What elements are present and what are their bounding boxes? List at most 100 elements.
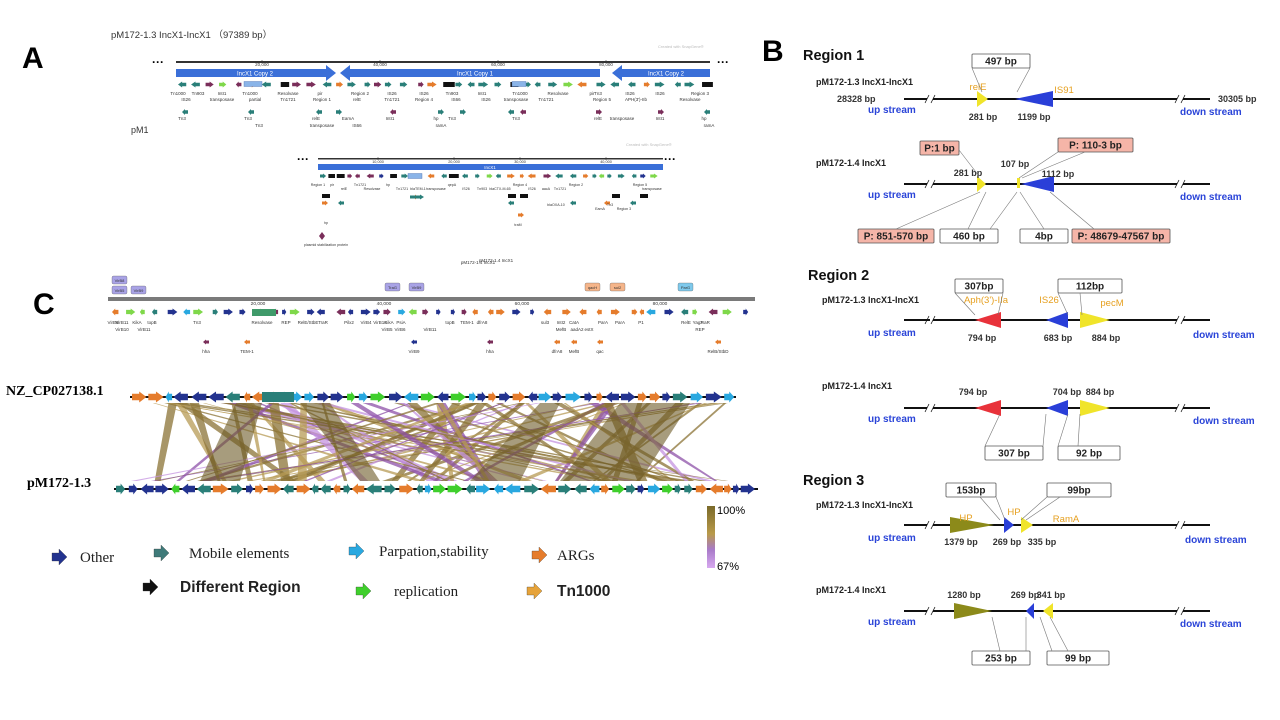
sub-gene xyxy=(355,173,360,179)
seq-gene xyxy=(528,391,538,403)
sub-gene-label: Tn903 xyxy=(477,187,487,191)
c-feature-box xyxy=(408,282,425,292)
synteny-link xyxy=(260,403,472,481)
ellipsis-right: ··· xyxy=(717,55,729,69)
ramA-gene-2 xyxy=(1043,603,1053,619)
b-size-label: 281 bp xyxy=(969,112,998,122)
seq-gene xyxy=(512,391,526,403)
a-gene xyxy=(684,81,695,88)
b-gene-name: pecM xyxy=(1100,298,1123,309)
b-gene-name: RamA xyxy=(1053,514,1080,525)
synteny-band xyxy=(560,403,690,481)
synteny-link xyxy=(437,403,490,481)
c-gene-label-row2: MefB xyxy=(556,327,567,332)
a-gene-lower xyxy=(658,109,664,115)
a-gene-label-row1: IntI1 xyxy=(478,91,487,96)
legend-swatch xyxy=(51,548,68,566)
c-gene-label-row2: VirB10 xyxy=(115,327,129,332)
scale-max-label: 100% xyxy=(717,505,745,517)
sub-copy-label: IncX1 xyxy=(484,165,496,170)
pecM-gene-2 xyxy=(1080,400,1110,416)
sub-region-lower xyxy=(520,194,528,198)
seq-gene xyxy=(647,483,661,495)
b-box-pink-label: P:1 bp xyxy=(924,144,955,155)
b-box-label: 497 bp xyxy=(985,57,1017,68)
legend-label: Tn1000 xyxy=(557,583,610,600)
a-gene-lower xyxy=(438,109,444,115)
seq-gene xyxy=(477,391,487,403)
sub-gene-label: Resolvase xyxy=(364,187,381,191)
b-size-label: 884 bp xyxy=(1086,387,1115,397)
sub-gene-label: transposase xyxy=(642,187,662,191)
sub-region-block xyxy=(328,174,335,178)
b-break-gap xyxy=(1177,606,1183,616)
b-connector xyxy=(995,496,1006,521)
c-gene-label-row2: VirB5 xyxy=(382,327,393,332)
c-feature-box-label: sul2 xyxy=(614,285,622,290)
sub-tick-label: 40,000 xyxy=(600,160,612,164)
legend-swatch xyxy=(348,542,365,560)
seq-gene xyxy=(433,483,447,495)
c-gene xyxy=(239,308,246,316)
c-feature-box xyxy=(677,282,694,292)
b-break-mark xyxy=(1174,315,1180,325)
b-connector xyxy=(1079,292,1083,316)
c-gene-label-row1: VirB6 xyxy=(108,320,119,325)
c-gene-label-row1: RelE xyxy=(681,320,691,325)
seq-gene xyxy=(732,483,740,495)
sub-gene xyxy=(347,173,353,179)
b-connector xyxy=(991,616,1001,652)
sub-gene-label: Region 1 xyxy=(311,183,325,187)
ellipsis-left: ··· xyxy=(152,55,164,69)
c-feature-box xyxy=(111,275,128,285)
sub-gene xyxy=(598,173,605,179)
b-gene-name: IS91 xyxy=(1054,85,1074,96)
sub-region-block xyxy=(390,174,397,178)
c-feature-box-label: TraG xyxy=(388,285,397,290)
b-connector xyxy=(1016,67,1031,93)
b-connector xyxy=(1057,413,1069,447)
a-gene-label-row3: Tn3 xyxy=(448,116,456,121)
c-gene xyxy=(193,308,204,316)
b-break-mark xyxy=(924,520,930,530)
c-gene-lower xyxy=(554,339,560,345)
c-gene-label-row1: CatA xyxy=(569,320,579,325)
c-gene-label-row1: Tn3 xyxy=(193,320,201,325)
a-tick-label: 20,000 xyxy=(255,62,269,67)
a-gene-label-row4: Tn3 xyxy=(255,123,263,128)
seq-gene xyxy=(558,483,572,495)
b-upstream-label: up stream xyxy=(868,617,916,628)
a-tick-label: 60,000 xyxy=(491,62,505,67)
panel-a-title: pM172-1.3 IncX1-IncX1 （97389 bp） xyxy=(111,29,272,41)
a-gene-lower xyxy=(336,109,342,115)
b-size-label: 1280 bp xyxy=(947,590,981,600)
c-gene-label-row2: estX xyxy=(584,327,593,332)
c-gene-lower xyxy=(597,339,603,345)
a-gene xyxy=(347,81,356,88)
a-gene xyxy=(306,81,316,88)
seq-gene xyxy=(330,391,344,403)
b-break-mark xyxy=(1180,520,1186,530)
b-gene-name: relE xyxy=(970,82,987,93)
seq-gene xyxy=(476,483,491,495)
c-gene-label-row2: VirB6 xyxy=(395,327,406,332)
a-gene-label-row2: transposase xyxy=(504,97,529,102)
b-box xyxy=(971,53,1031,69)
a-gene-label-row1: pir xyxy=(317,91,323,96)
b-break-mark xyxy=(1174,403,1180,413)
c-gene-label-row3: RelB/StbD xyxy=(707,349,729,354)
sub-gene-label: transposase xyxy=(426,187,446,191)
a-gene-label-row1: IS26 xyxy=(419,91,429,96)
b-connector xyxy=(1039,616,1053,652)
a-gene-label-row1: IntI1 xyxy=(218,91,227,96)
seq-gene xyxy=(649,391,661,403)
a-gene-label-row3: IntI1 xyxy=(656,116,665,121)
sub-gene-label: blaOXA-10 xyxy=(547,203,565,207)
seq-gene xyxy=(370,391,386,403)
b-break-gap xyxy=(1177,403,1183,413)
seq-gene xyxy=(403,391,419,403)
b-connector xyxy=(1049,616,1069,652)
seq-gene xyxy=(709,483,723,495)
b-size-label: 794 bp xyxy=(968,333,997,343)
